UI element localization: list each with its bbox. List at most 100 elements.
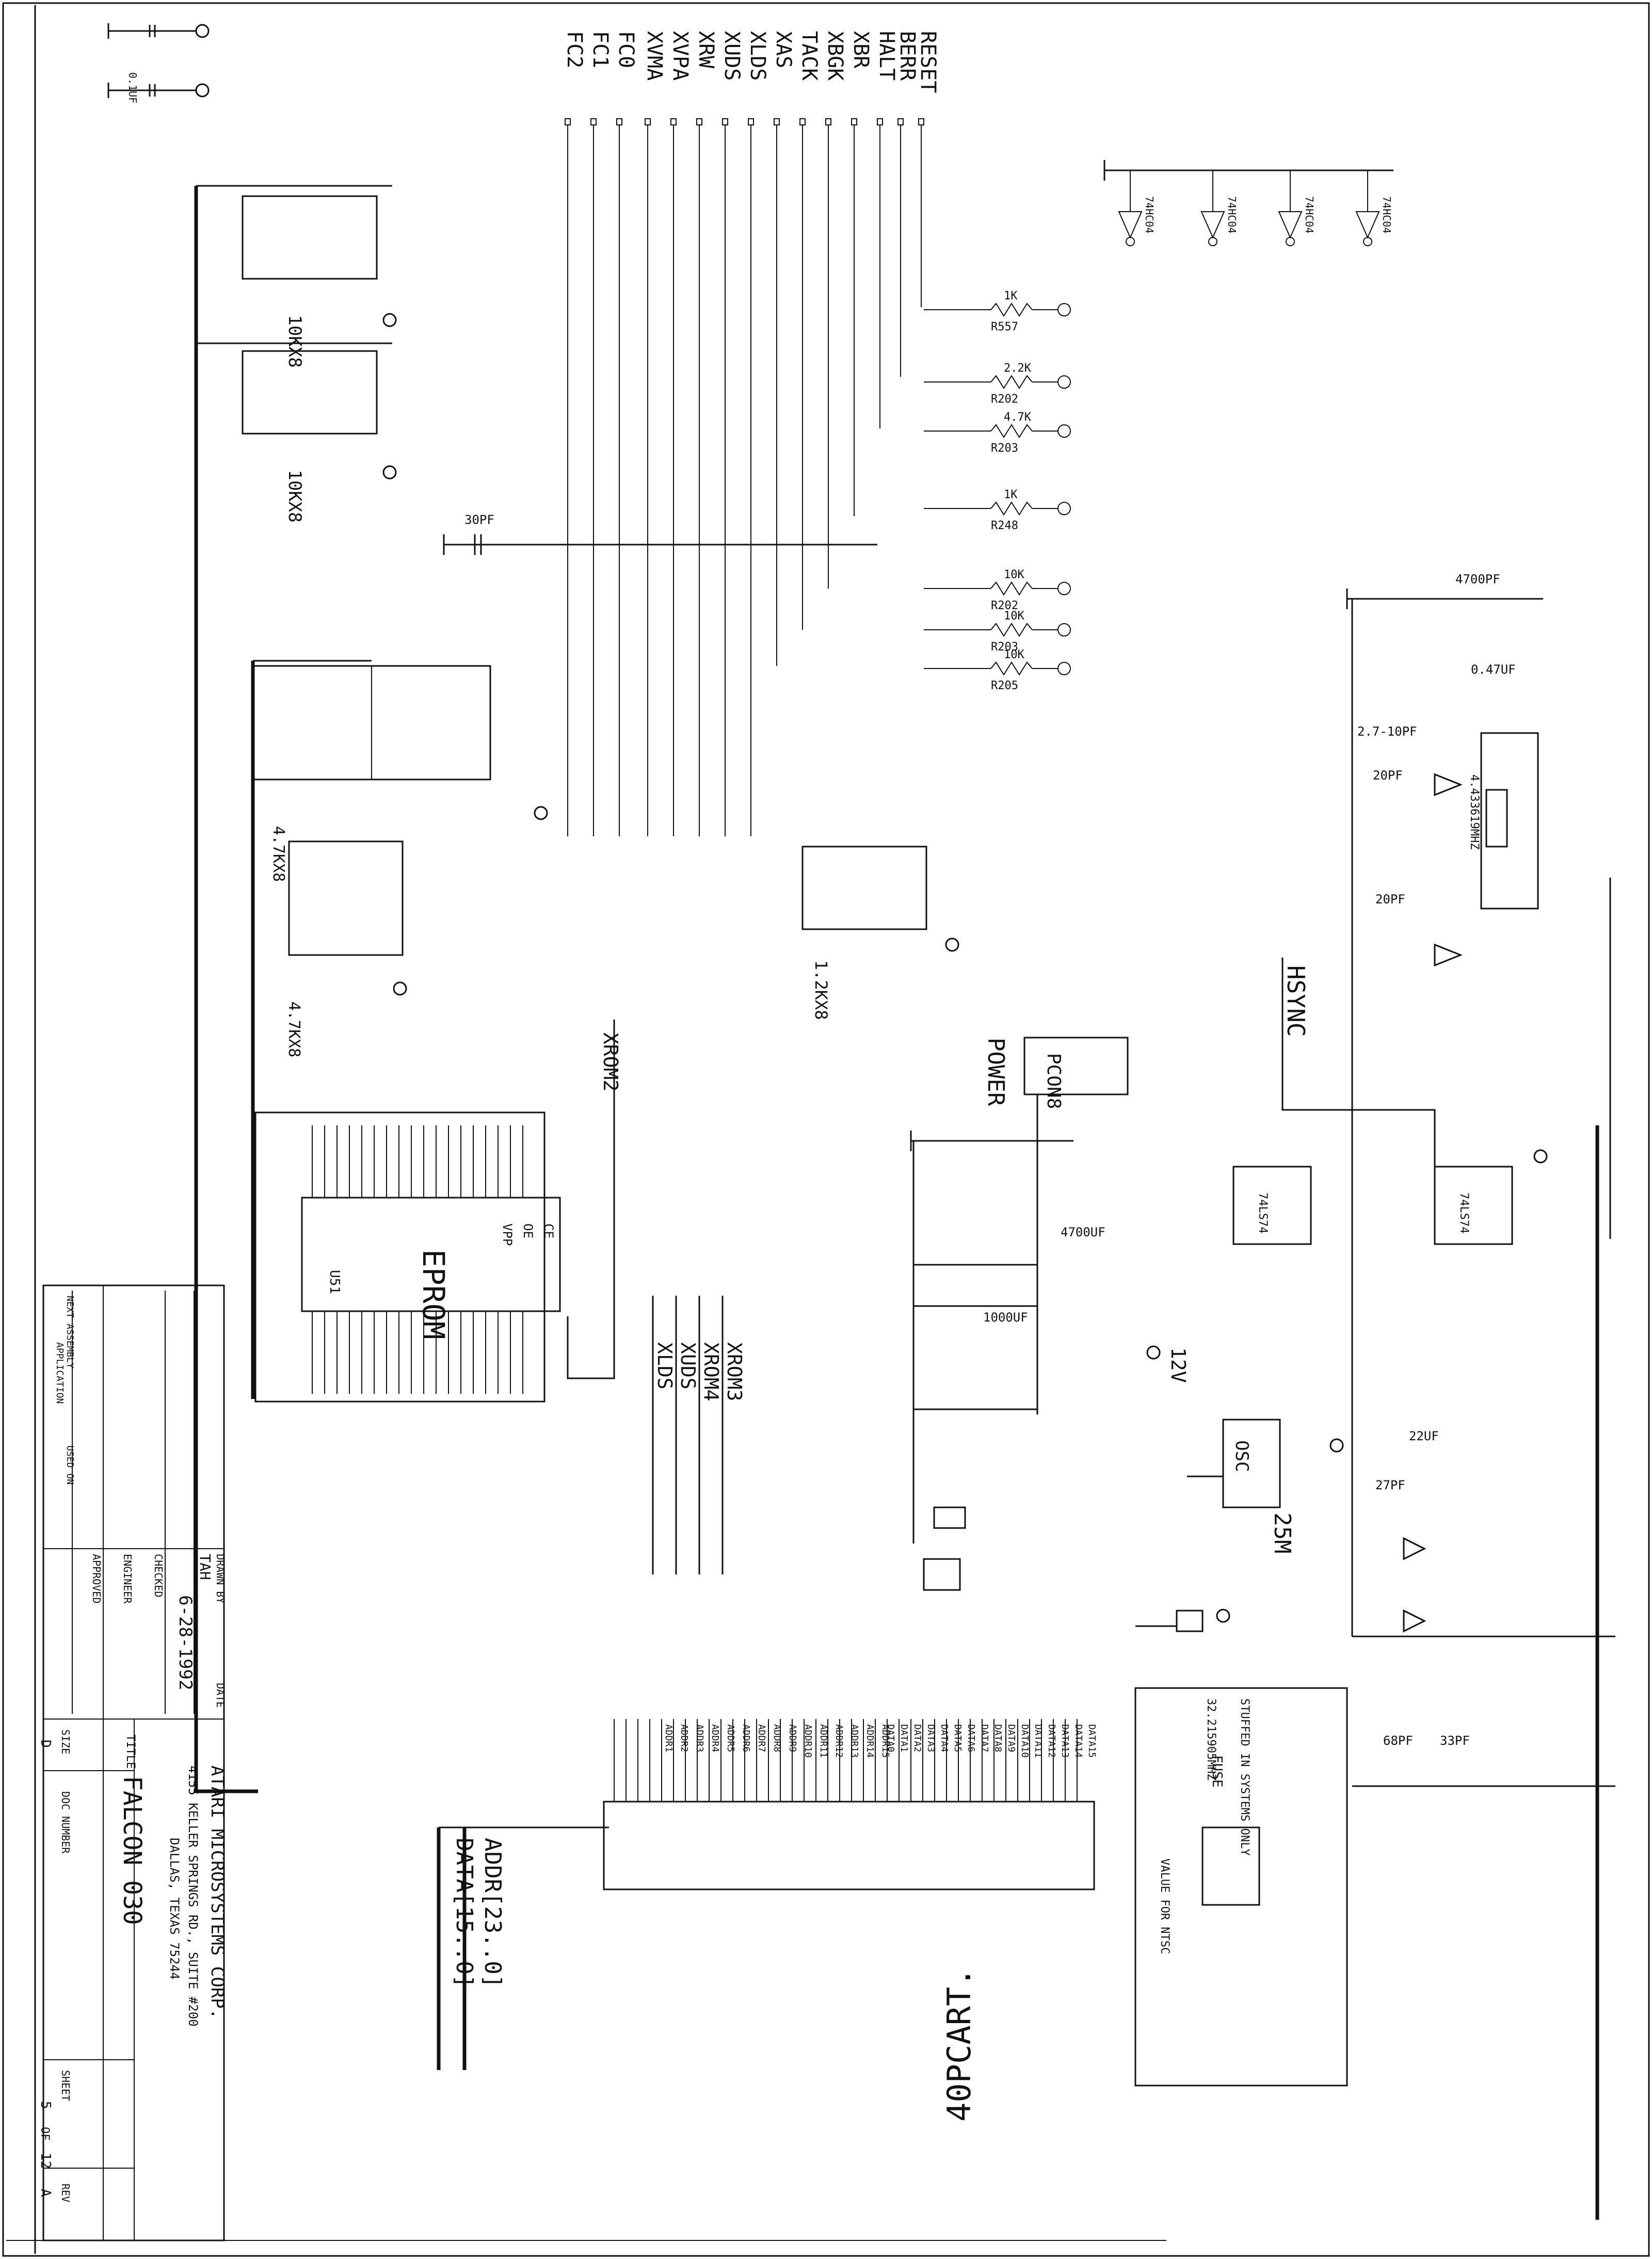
cart-addr-label-10: ADDR11 bbox=[818, 1724, 829, 1758]
osc-label: OSC bbox=[1231, 1440, 1252, 1472]
signal-port-xbgk bbox=[825, 118, 831, 125]
resistor-top-value-3: 1K bbox=[1004, 488, 1018, 501]
resistor-top-value-4: 10K bbox=[1004, 568, 1024, 581]
cart-data-label-12: DATA12 bbox=[1046, 1724, 1057, 1758]
decoupling-caps-top-left: 0.1UF bbox=[107, 23, 210, 103]
resistor-top-ref-3: R248 bbox=[991, 519, 1018, 532]
rpack-f21: 10KX8 bbox=[242, 195, 397, 368]
osc-freq-label: 25M bbox=[1269, 1513, 1295, 1553]
cap-4700uf-label: 4700UF bbox=[1061, 1225, 1105, 1239]
power-section: POWER PCON8 12V 4700UF 1000UF bbox=[910, 1037, 1190, 1591]
cap-trim-label: 2.7-10PF bbox=[1357, 724, 1417, 739]
eprom-pin-vpp: VPP bbox=[500, 1223, 515, 1246]
cart-bus-labels: ADDR[23..0] DATA[15..0] bbox=[437, 1826, 609, 2070]
signal-label-xvpa: XVPA bbox=[668, 31, 692, 81]
signal-label-tack: TACK bbox=[797, 31, 821, 81]
signal-port-berr bbox=[897, 118, 904, 125]
rpack-f27: 4.7KX8 bbox=[252, 665, 548, 882]
signal-wires: 1KR5572.2KR2024.7KR2031KR24810KR20210KR2… bbox=[565, 118, 1071, 836]
resistor-top-value-5: 10K bbox=[1004, 610, 1024, 623]
eprom-xrom2: XROM2 bbox=[567, 1020, 622, 1379]
resistor-top-5: 10K R203 bbox=[924, 610, 1071, 654]
cart-addr-label-3: ADDR4 bbox=[710, 1724, 720, 1752]
flipflop-b-part: 74LS74 bbox=[1457, 1192, 1470, 1233]
checked-label: CHECKED bbox=[152, 1554, 165, 1597]
fuse-label: FUSE bbox=[1209, 1755, 1225, 1788]
signal-label-fc0: FC0 bbox=[614, 31, 638, 68]
used-on-label: USED ON bbox=[65, 1445, 75, 1485]
date-label: DATE bbox=[214, 1683, 227, 1708]
engineer-label: ENGINEER bbox=[121, 1554, 134, 1604]
resistor-top-value-1: 2.2K bbox=[1004, 362, 1032, 375]
signal-label-fc2: FC2 bbox=[563, 31, 586, 68]
signal-label-fc1: FC1 bbox=[588, 31, 612, 68]
cart-addr-label-7: ADDR8 bbox=[772, 1724, 782, 1752]
signal-label-xrw: XRW bbox=[694, 31, 718, 69]
cart-data-label-4: DATA4 bbox=[939, 1724, 950, 1752]
resistor-top-value-6: 10K bbox=[1004, 648, 1024, 661]
xrom2-label: XROM2 bbox=[599, 1032, 622, 1091]
cart-data-label-2: DATA2 bbox=[912, 1724, 923, 1752]
of-value: 12 bbox=[38, 2153, 53, 2169]
xrom4-label: XROM4 bbox=[700, 1342, 723, 1401]
resistor-top-4: 10K R202 bbox=[924, 568, 1071, 612]
cart-addr-label-12: ADDR13 bbox=[849, 1724, 860, 1758]
signal-port-xvma bbox=[645, 118, 651, 125]
signal-port-halt bbox=[877, 118, 883, 125]
signal-port-fc1 bbox=[590, 118, 597, 125]
cart-addr-label-9: ADDR10 bbox=[803, 1724, 813, 1758]
oscillator-u41: OSC 25M bbox=[1187, 1419, 1344, 1553]
drawn-by-label: DRAWN BY bbox=[214, 1554, 227, 1603]
resistor-top-ref-5: R203 bbox=[991, 641, 1018, 654]
cart-data-label-7: DATA7 bbox=[979, 1724, 990, 1752]
signal-port-xrw bbox=[696, 118, 702, 125]
inverter-part-1: 74HC04 bbox=[1226, 196, 1238, 233]
signal-port-xlds bbox=[748, 118, 754, 125]
stuff-note: STUFFED IN SYSTEMS ONLY bbox=[1238, 1698, 1251, 1856]
signal-label-xuds: XUDS bbox=[720, 31, 744, 81]
date-value: 6-28-1992 bbox=[175, 1595, 196, 1690]
stuff-section: STUFFED IN SYSTEMS ONLY 32.215905MHZ VAL… bbox=[1134, 1609, 1348, 2087]
signal-port-fc2 bbox=[565, 118, 571, 125]
resistor-top-ref-4: R202 bbox=[991, 599, 1018, 612]
xrom3-label: XROM3 bbox=[723, 1342, 746, 1401]
rpack-f32-label: 1.2KX8 bbox=[811, 960, 831, 1020]
signal-port-xuds bbox=[722, 118, 728, 125]
size-value: D bbox=[38, 1740, 53, 1748]
resistor-top-ref-2: R203 bbox=[991, 442, 1018, 455]
signal-port-tack bbox=[799, 118, 806, 125]
flipflop-a-part: 74LS74 bbox=[1256, 1192, 1269, 1233]
cart-data-label-1: DATA1 bbox=[899, 1724, 909, 1752]
cart-label: 40PCART. bbox=[940, 1967, 978, 2122]
signal-port-fc0 bbox=[616, 118, 622, 125]
drawing-title: FALCON 030 bbox=[118, 1776, 147, 1925]
inverter-part-3: 74HC04 bbox=[1381, 196, 1393, 233]
resistor-top-6: 10K R205 bbox=[924, 648, 1071, 692]
resistor-top-value-0: 1K bbox=[1004, 290, 1018, 303]
resistor-top-ref-6: R205 bbox=[991, 679, 1018, 692]
cap-22uf-label: 22UF bbox=[1409, 1429, 1439, 1443]
inverter-part-2: 74HC04 bbox=[1303, 196, 1316, 233]
cart-addr-label-14: ADDR15 bbox=[880, 1724, 891, 1758]
eprom-pin-ce: CE bbox=[541, 1223, 556, 1238]
inverter-part-0: 74HC04 bbox=[1143, 196, 1156, 233]
cart-addr-label-11: ADDR12 bbox=[833, 1724, 844, 1758]
resistor-top-ref-1: R202 bbox=[991, 393, 1018, 406]
inverter-group-u58: 74HC04 74HC04 74HC04 74HC04 bbox=[1103, 160, 1393, 246]
osc2-freq: 32.215905MHZ bbox=[1205, 1698, 1217, 1780]
flipflop-u57-b: 74LS74 bbox=[1434, 1149, 1548, 1245]
rev-value: A bbox=[38, 2189, 53, 2197]
rev-label: REV bbox=[59, 2184, 72, 2202]
eprom-pin-oe: OE bbox=[521, 1223, 535, 1238]
inverter-3 bbox=[1355, 211, 1380, 239]
signal-label-xbr: XBR bbox=[849, 31, 873, 69]
cart-addr-label-6: ADDR7 bbox=[756, 1724, 767, 1752]
rpack-f22: 10KX8 bbox=[242, 350, 397, 522]
rom-signal-bundle: XROM3 XROM4 XUDS XLDS bbox=[652, 1296, 746, 1574]
cap-30pf-label: 30PF bbox=[464, 513, 494, 527]
